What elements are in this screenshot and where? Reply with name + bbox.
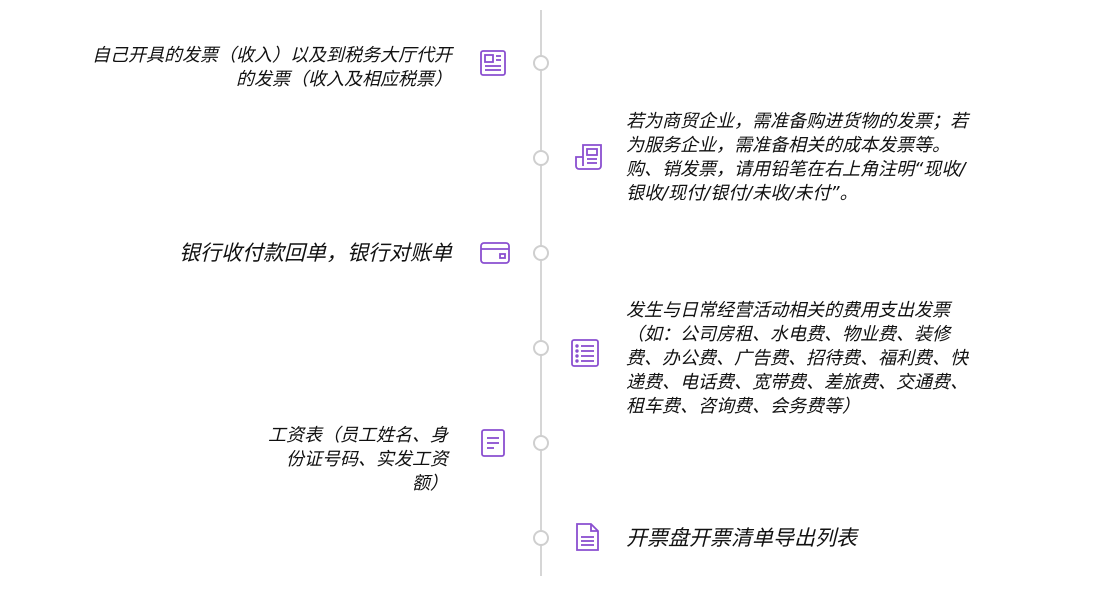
newspaper-icon bbox=[478, 48, 508, 78]
timeline-text: 自己开具的发票（收入）以及到税务大厅代开的发票（收入及相应税票） bbox=[92, 45, 452, 90]
timeline-text: 银行收付款回单，银行对账单 bbox=[179, 241, 452, 265]
timeline-node bbox=[533, 55, 549, 71]
timeline-node bbox=[533, 435, 549, 451]
timeline-text: 工资表（员工姓名、身份证号码、实发工资额） bbox=[268, 425, 448, 494]
timeline-text: 发生与日常经营活动相关的费用支出发票（如：公司房租、水电费、物业费、装修费、办公… bbox=[626, 300, 968, 417]
timeline-text: 若为商贸企业，需准备购进货物的发票；若为服务企业，需准备相关的成本发票等。购、销… bbox=[626, 111, 968, 204]
receipt-icon bbox=[574, 142, 604, 172]
timeline-node bbox=[533, 340, 549, 356]
timeline-node bbox=[533, 530, 549, 546]
document-icon bbox=[478, 428, 508, 458]
timeline-text: 开票盘开票清单导出列表 bbox=[626, 526, 857, 550]
bank-card-icon bbox=[480, 238, 510, 268]
file-icon bbox=[572, 522, 602, 552]
timeline-node bbox=[533, 245, 549, 261]
timeline-node bbox=[533, 150, 549, 166]
list-icon bbox=[570, 338, 600, 368]
timeline-line bbox=[540, 10, 542, 576]
